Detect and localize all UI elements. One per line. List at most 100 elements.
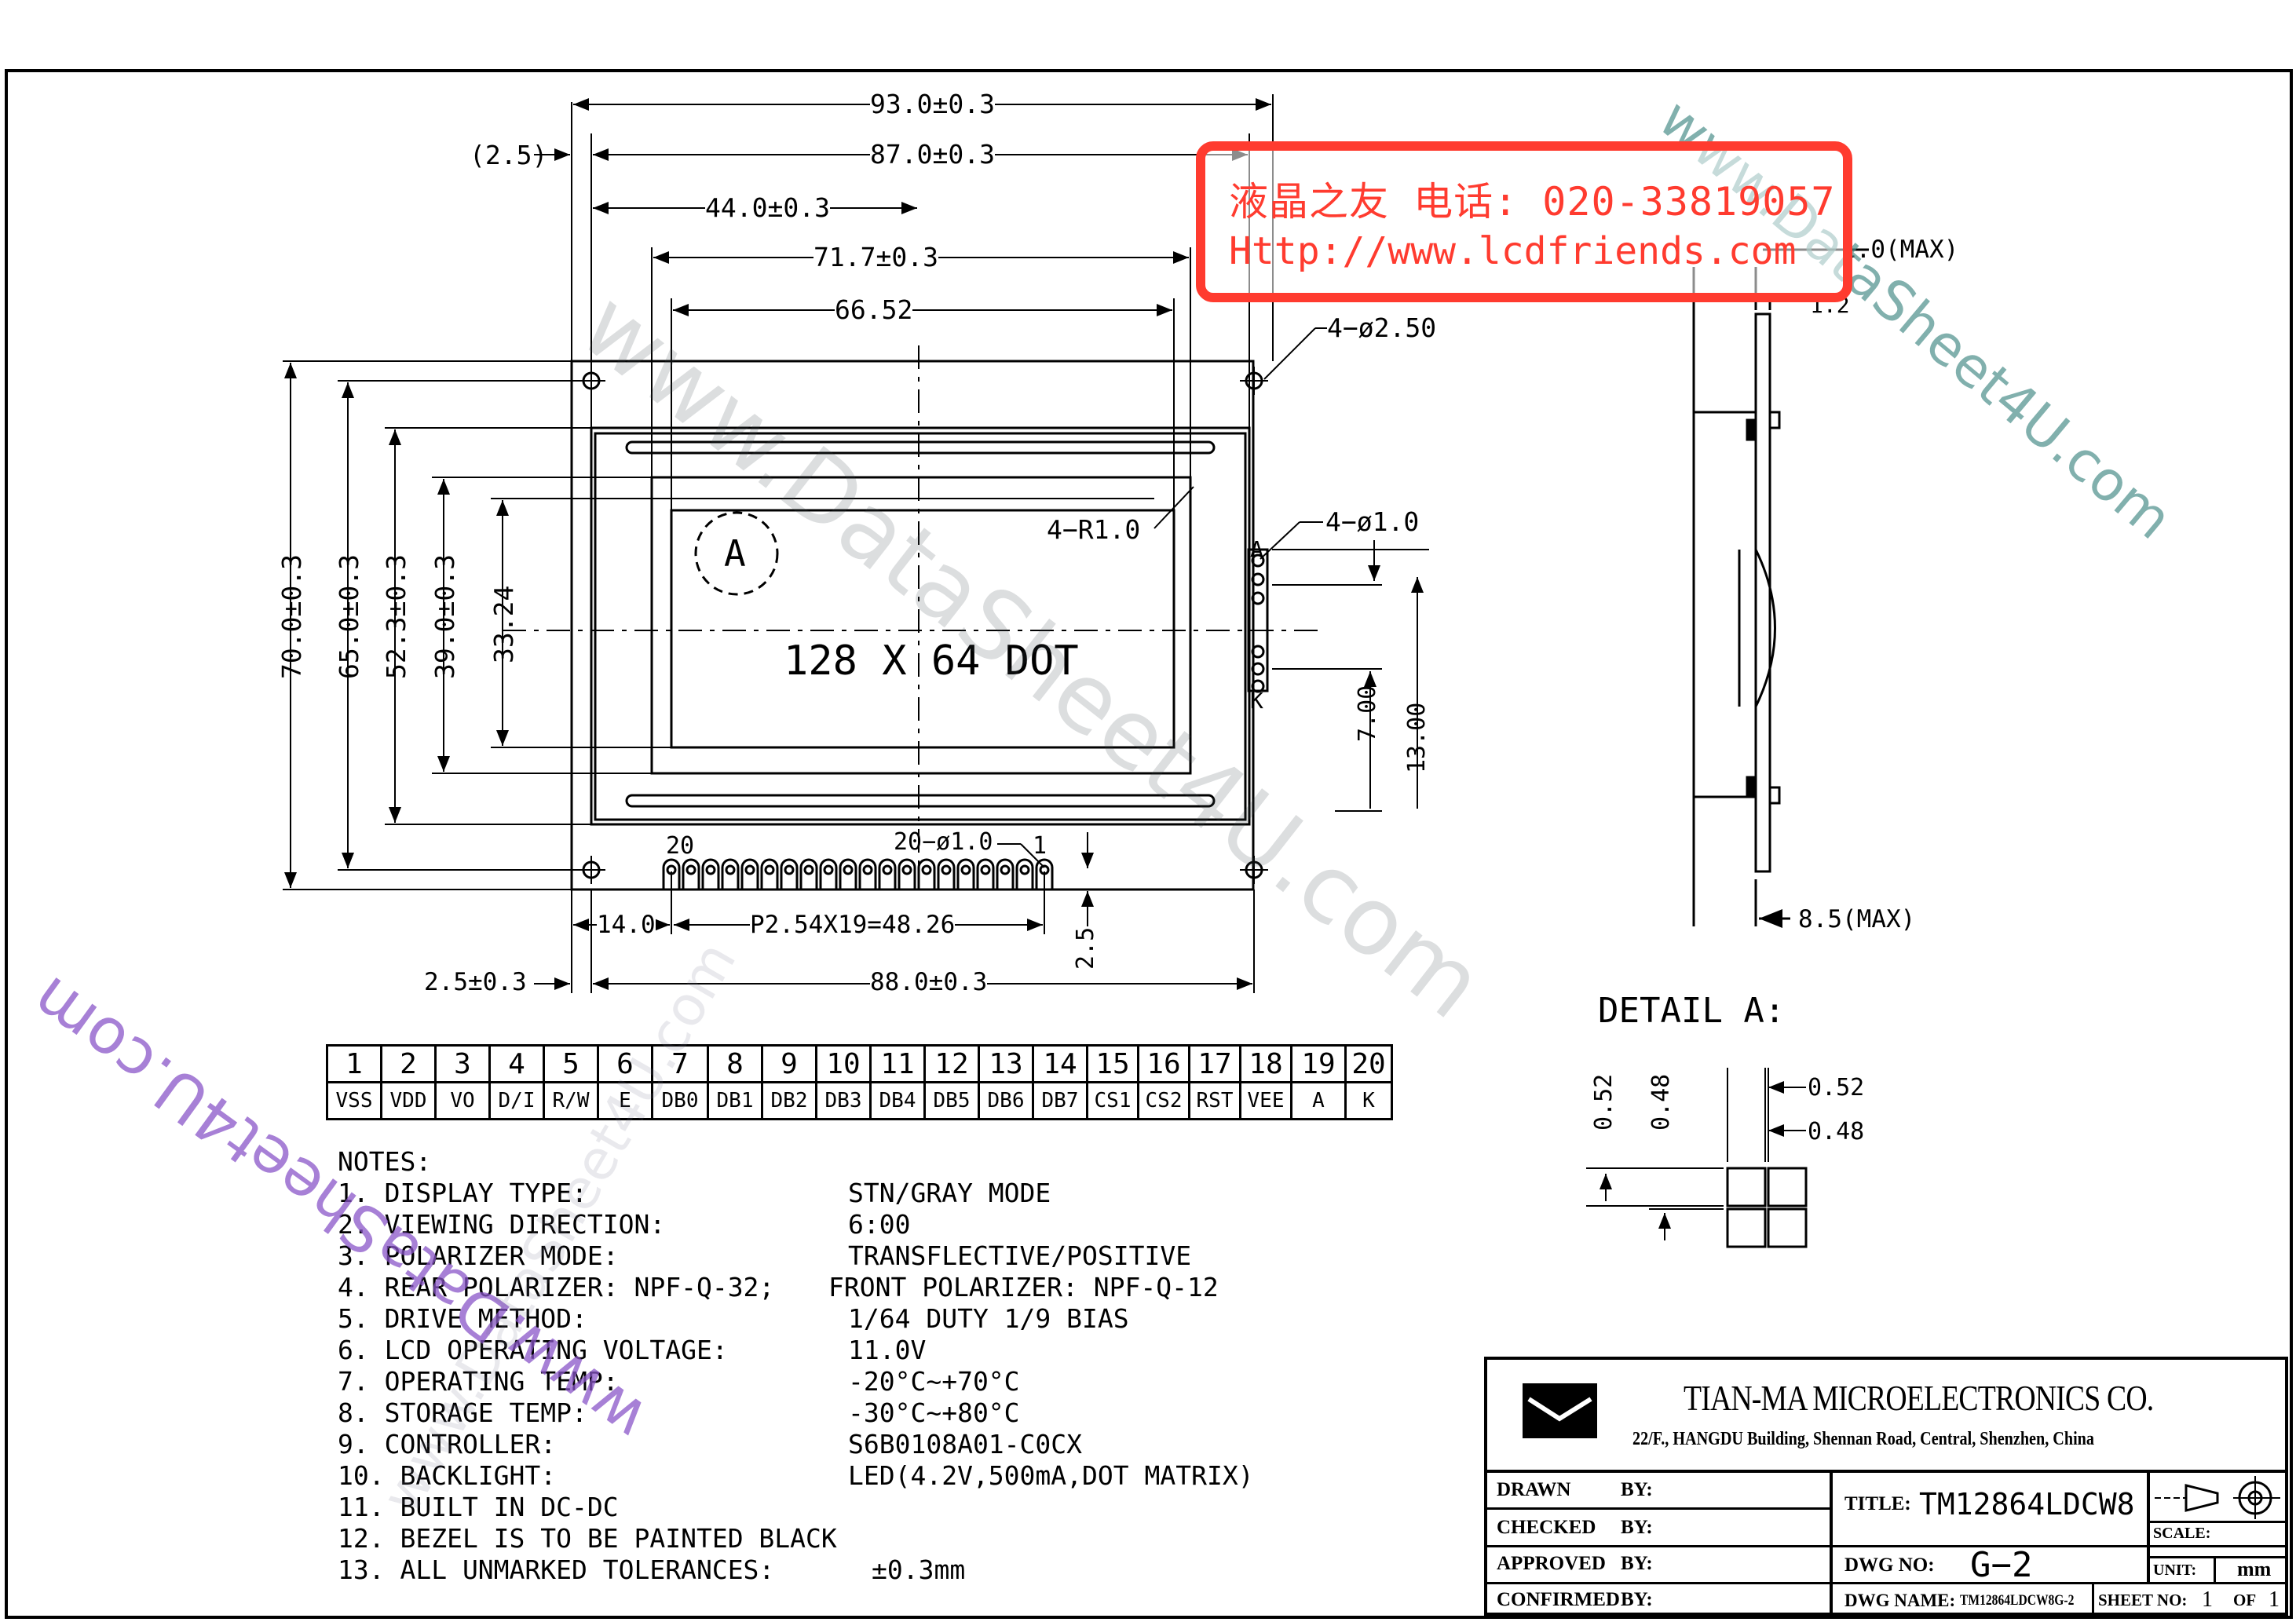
lightguide-bottom (625, 794, 1216, 808)
dim-height-33: 33.24 (488, 585, 519, 663)
pin-number: 3 (434, 1044, 491, 1083)
note-label: 7. OPERATING TEMP: (338, 1366, 619, 1397)
pin-name: DB7 (1032, 1081, 1088, 1120)
pin-name: RST (1188, 1081, 1241, 1120)
pin-number: 16 (1137, 1044, 1190, 1083)
unit-value: mm (2237, 1558, 2272, 1580)
dim-height-total: 70.0±0.3 (276, 554, 307, 679)
pin-number: 12 (923, 1044, 980, 1083)
notes-heading: NOTES: (338, 1146, 432, 1177)
dim-overall-width: 93.0±0.3 (870, 89, 995, 119)
company-name: TIAN-MA MICROELECTRONICS CO. (1684, 1378, 2154, 1418)
pin-number: 1 (326, 1044, 382, 1083)
pin-number: 7 (651, 1044, 709, 1083)
dim-mount-holes: 4−ø2.50 (1327, 312, 1437, 343)
connector-pin-hole (941, 864, 952, 875)
connector-pin (780, 858, 799, 890)
pin-name: DB1 (707, 1081, 763, 1120)
label-cathode: K (1250, 688, 1263, 714)
side-pins (1247, 548, 1269, 693)
pcb-outline (570, 360, 1255, 891)
connector-pin-hole (960, 864, 971, 875)
dim-offset-14: 14.0 (597, 911, 656, 939)
detail-a-marker (694, 511, 779, 596)
pin-number: 20 (1344, 1044, 1393, 1083)
pin-number: 5 (543, 1044, 599, 1083)
drawn-by: BY: (1621, 1479, 1653, 1500)
connector-pin (682, 858, 700, 890)
connector-pin (937, 858, 956, 890)
pin-name: DB5 (923, 1081, 980, 1120)
banner-url: Http://www.lcdfriends.com (1229, 229, 1797, 273)
dwg-name-value: TM12864LDCW8G-2 (1960, 1592, 2075, 1609)
banner-phone: 液晶之友 电话: 020-33819057 (1229, 179, 1836, 225)
approved-by: BY: (1621, 1553, 1653, 1574)
dim-left-25: 2.5±0.3 (424, 968, 527, 996)
pin-number: 8 (707, 1044, 763, 1083)
drawn-label: DRAWN (1497, 1479, 1571, 1500)
connector-pin (662, 858, 681, 890)
note-value: 6:00 (848, 1209, 911, 1240)
connector-pin (819, 858, 838, 890)
front-view (503, 345, 1319, 891)
pin-number: 6 (597, 1044, 653, 1083)
connector-pin (858, 858, 877, 890)
pin-number: 14 (1032, 1044, 1088, 1083)
pin-name: CS2 (1137, 1081, 1190, 1120)
detail-h048: 0.48 (1808, 1118, 1865, 1145)
company-address: 22/F., HANGDU Building, Shennan Road, Ce… (1632, 1429, 2094, 1449)
dwg-no-label: DWG NO: (1844, 1554, 1935, 1576)
connector-pin-hole (901, 864, 912, 875)
note-label: 13. ALL UNMARKED TOLERANCES: (338, 1554, 775, 1585)
connector-pin (898, 858, 916, 890)
pin-name: DB2 (761, 1081, 817, 1120)
note-label: 2. VIEWING DIRECTION: (338, 1209, 666, 1240)
connector-pin-hole (980, 864, 991, 875)
dim-corner-radius: 4−R1.0 (1047, 514, 1141, 545)
pin-label-right: 1 (1033, 832, 1047, 860)
dim-width-88: 88.0±0.3 (870, 968, 988, 996)
note-label: 11. BUILT IN DC-DC (338, 1492, 619, 1522)
note-label: 1. DISPLAY TYPE: (338, 1178, 587, 1208)
pin-name: E (597, 1081, 653, 1120)
dim-pitch: P2.54X19=48.26 (750, 911, 956, 939)
dim-side-holes: 4−ø1.0 (1325, 506, 1420, 537)
pin-name: D/I (488, 1081, 545, 1120)
note-label: 9. CONTROLLER: (338, 1429, 557, 1459)
connector-pin-hole (744, 864, 755, 875)
connector-pin-hole (1000, 864, 1011, 875)
side-pcb (1754, 312, 1771, 873)
sheet-border (5, 69, 2293, 1619)
dim-viewing-width: 71.7±0.3 (813, 242, 938, 272)
note-label: 10. BACKLIGHT: (338, 1460, 557, 1491)
dim-13: 13.00 (1403, 702, 1431, 773)
sheet-value: 1 (2202, 1587, 2213, 1612)
pin-name: VO (434, 1081, 491, 1120)
note-value: ±0.3mm (872, 1554, 966, 1585)
connector-pin (740, 858, 759, 890)
pin-number: 11 (869, 1044, 926, 1083)
confirmed-by: BY: (1621, 1589, 1653, 1610)
connector-pin-hole (784, 864, 795, 875)
pin-name: DB6 (978, 1081, 1034, 1120)
dim-bezel-width: 87.0±0.3 (870, 139, 995, 170)
pin-name: VEE (1239, 1081, 1292, 1120)
label-anode: A (1250, 536, 1263, 562)
pin-name: K (1344, 1081, 1393, 1120)
company-logo (1523, 1383, 1597, 1438)
connector-pin-hole (1019, 864, 1030, 875)
note-label: 8. STORAGE TEMP: (338, 1397, 587, 1428)
approved-label: APPROVED (1497, 1553, 1606, 1574)
active-area (670, 509, 1175, 749)
title-value: TM12864LDCW8 (1919, 1487, 2135, 1522)
connector-pin (1015, 858, 1034, 890)
note-value: LED(4.2V,500mA,DOT MATRIX) (848, 1460, 1254, 1491)
connector-pin (996, 858, 1015, 890)
dwg-no-value: G−2 (1970, 1545, 2033, 1585)
confirmed-label: CONFIRMED (1497, 1589, 1620, 1610)
dim-height-39: 39.0±0.3 (430, 554, 460, 679)
detail-v052: 0.52 (1590, 1073, 1618, 1131)
pin-number: 9 (761, 1044, 817, 1083)
sheet-label: SHEET NO: (2098, 1591, 2188, 1609)
